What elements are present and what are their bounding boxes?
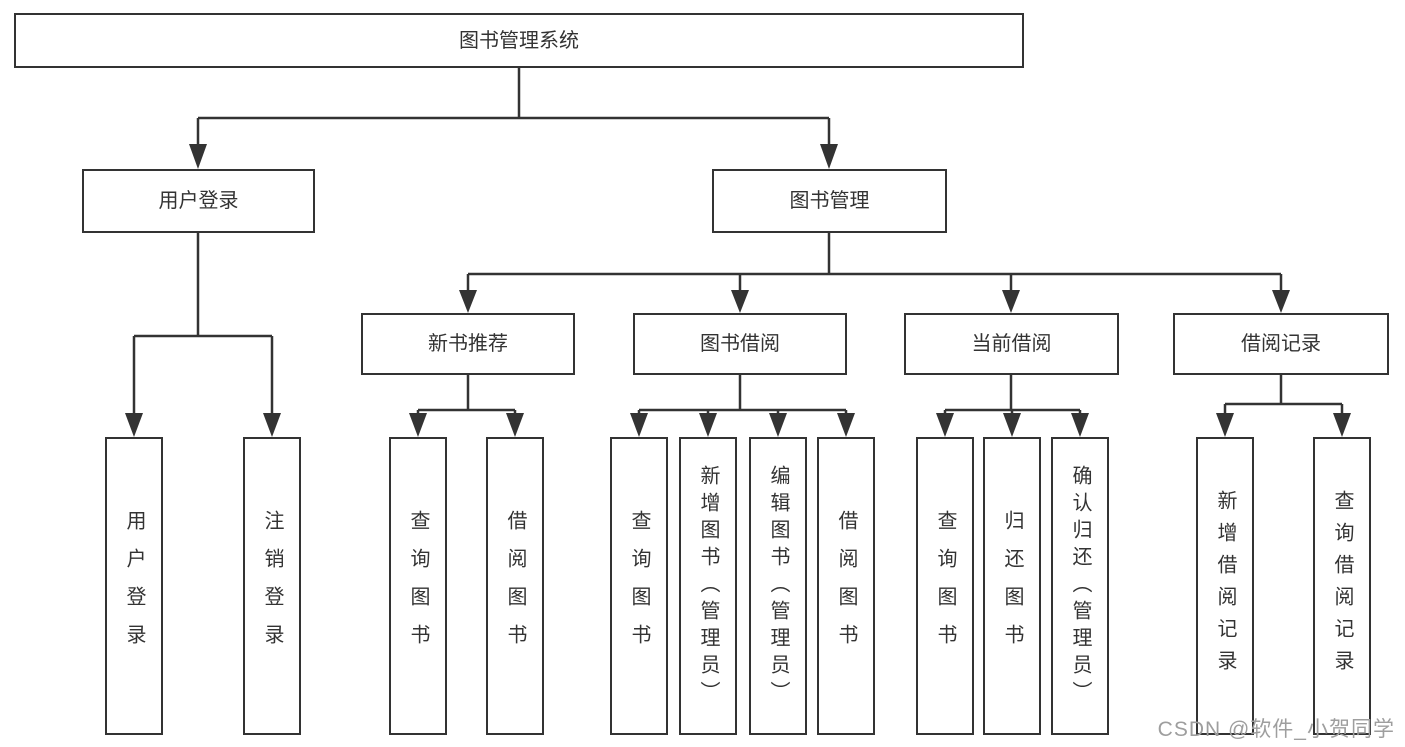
node-label: 图书管理 <box>789 190 870 212</box>
leaf-borrow-borrow-book: 借阅图书 <box>817 437 875 735</box>
leaf-logout: 注销登录 <box>243 437 301 735</box>
node-label: 归还图书 <box>1001 510 1023 662</box>
branch-current-borrowing-connectors <box>936 375 1089 437</box>
leaf-current-query-book: 查询图书 <box>916 437 974 735</box>
node-label: 查询图书 <box>407 510 429 662</box>
leaf-borrow-add-book-admin: 新增图书（管理员） <box>679 437 737 735</box>
node-new-book-recommend: 新书推荐 <box>361 313 575 375</box>
node-label: 用户登录 <box>158 190 239 212</box>
leaf-newbook-borrow-book: 借阅图书 <box>486 437 544 735</box>
branch-book-management-connectors <box>459 233 1290 313</box>
node-label: 图书管理系统 <box>459 29 579 52</box>
leaf-newbook-query-book: 查询图书 <box>389 437 447 735</box>
leaf-current-confirm-return-admin: 确认归还（管理员） <box>1051 437 1109 735</box>
node-book-management: 图书管理 <box>712 169 947 233</box>
node-label: 借阅图书 <box>504 510 526 662</box>
node-label: 借阅记录 <box>1241 333 1321 355</box>
node-library-system: 图书管理系统 <box>14 13 1024 68</box>
node-book-borrowing: 图书借阅 <box>633 313 847 375</box>
node-current-borrowing: 当前借阅 <box>904 313 1119 375</box>
node-label: 查询图书 <box>628 510 650 662</box>
node-label: 查询图书 <box>934 510 956 662</box>
node-label: 借阅图书 <box>835 510 857 662</box>
node-label: 用户登录 <box>123 510 145 662</box>
watermark-csdn: CSDN @软件_小贺同学 <box>1157 718 1395 741</box>
leaf-borrow-query-book: 查询图书 <box>610 437 668 735</box>
branch-user-login-connectors <box>125 233 281 437</box>
node-label: 当前借阅 <box>971 333 1052 355</box>
node-label: 新增图书（管理员） <box>697 464 719 708</box>
branch-book-borrowing-connectors <box>630 375 855 437</box>
branch-borrowing-records-connectors <box>1216 375 1351 437</box>
leaf-records-add-borrow-record: 新增借阅记录 <box>1196 437 1254 735</box>
branch-new-book-recommend-connectors <box>409 375 524 437</box>
node-label: 图书借阅 <box>700 333 780 355</box>
node-user-login: 用户登录 <box>82 169 315 233</box>
leaf-records-query-borrow-record: 查询借阅记录 <box>1313 437 1371 735</box>
node-label: 新书推荐 <box>428 333 508 355</box>
node-label: 新增借阅记录 <box>1214 490 1236 682</box>
leaf-current-return-book: 归还图书 <box>983 437 1041 735</box>
node-label: 查询借阅记录 <box>1331 490 1353 682</box>
branch-root-connectors <box>189 68 838 169</box>
leaf-user-login: 用户登录 <box>105 437 163 735</box>
leaf-borrow-edit-book-admin: 编辑图书（管理员） <box>749 437 807 735</box>
node-borrowing-records: 借阅记录 <box>1173 313 1389 375</box>
node-label: 编辑图书（管理员） <box>767 464 789 708</box>
node-label: 注销登录 <box>261 510 283 662</box>
node-label: 确认归还（管理员） <box>1069 464 1091 708</box>
